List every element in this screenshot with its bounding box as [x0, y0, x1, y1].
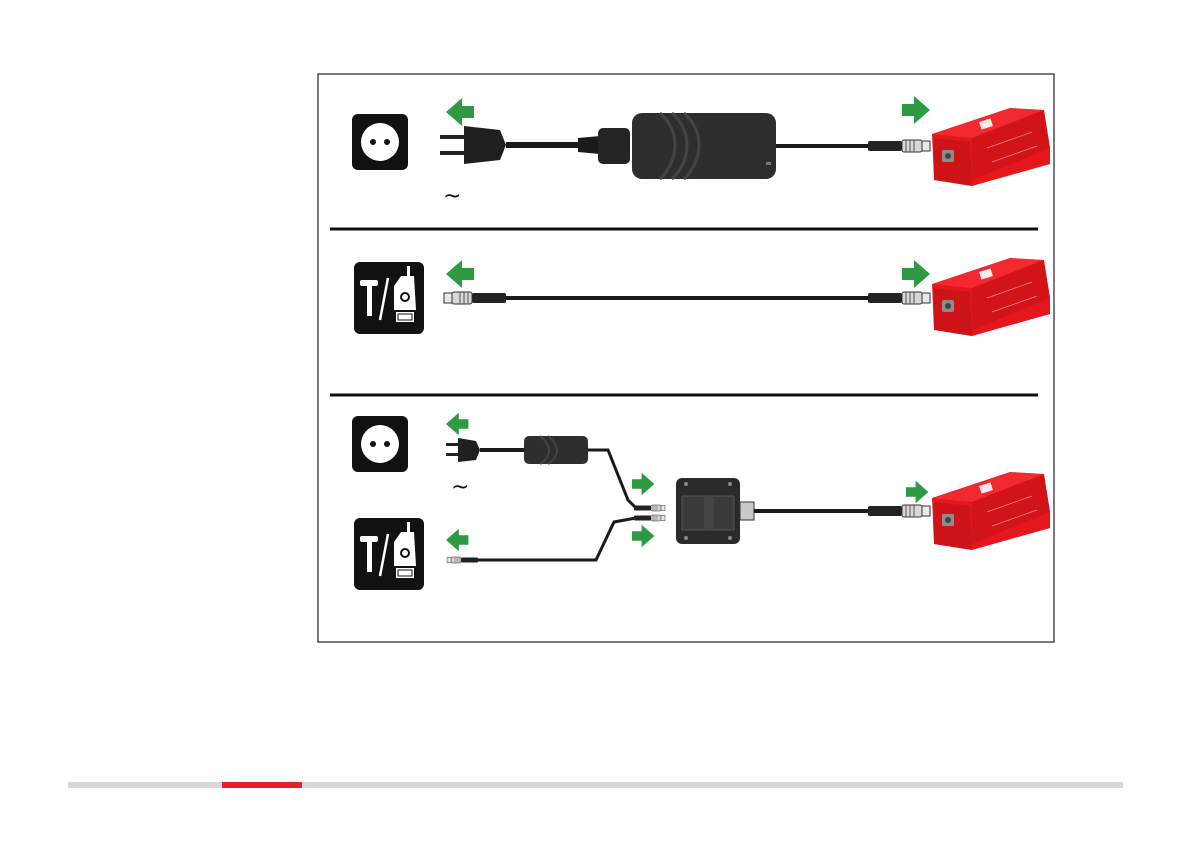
instrument-plug — [444, 292, 506, 304]
surveying-instrument-icon — [354, 518, 424, 590]
dc-plug — [868, 140, 930, 152]
footer-progress-bar — [68, 782, 1123, 788]
footer-progress-indicator — [222, 782, 302, 788]
device-plug — [868, 292, 930, 304]
ac-symbol: ~ — [443, 184, 461, 209]
surveying-instrument-icon — [354, 262, 424, 334]
power-outlet-icon — [352, 416, 408, 472]
power-adapter — [632, 113, 776, 179]
device-plug — [868, 505, 930, 517]
power-outlet-icon — [352, 114, 408, 170]
ac-symbol: ~ — [451, 475, 469, 500]
power-adapter — [524, 436, 588, 464]
